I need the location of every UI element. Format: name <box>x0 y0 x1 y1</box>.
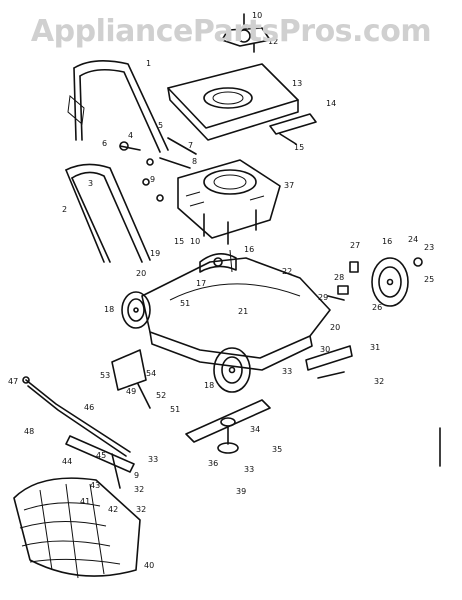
callout-label: 45 <box>96 451 106 460</box>
callout-label: 23 <box>424 243 434 252</box>
callout-label: 35 <box>272 445 282 454</box>
callout-label: 46 <box>84 403 94 412</box>
callout-label: 4 <box>128 131 133 140</box>
callout-label: 33 <box>282 367 292 376</box>
callout-label: 20 <box>330 323 340 332</box>
callout-label: 34 <box>250 425 260 434</box>
callout-label: 33 <box>148 455 158 464</box>
callout-label: 49 <box>126 387 136 396</box>
callout-label: 37 <box>284 181 294 190</box>
callout-label: 26 <box>372 303 382 312</box>
callout-label: 1 <box>146 59 151 68</box>
callout-label: 5 <box>158 121 163 130</box>
callout-label: 33 <box>244 465 254 474</box>
part-axle-hardware[interactable] <box>327 257 423 301</box>
callout-label: 29 <box>318 293 328 302</box>
part-side-flap[interactable] <box>305 345 353 379</box>
callout-label: 14 <box>326 99 336 108</box>
callout-label: 54 <box>146 369 156 378</box>
part-wheel-rear[interactable] <box>371 257 409 307</box>
callout-label: 51 <box>170 405 180 414</box>
callout-label: 10 <box>252 11 262 20</box>
part-handle-hardware[interactable] <box>119 137 197 202</box>
part-engine-cover[interactable] <box>167 63 299 141</box>
callout-label: 32 <box>134 485 144 494</box>
part-bracket-left[interactable] <box>111 349 151 409</box>
callout-label: 44 <box>62 457 72 466</box>
callout-label: 27 <box>350 241 360 250</box>
callout-label: 8 <box>192 157 197 166</box>
callout-label: 13 <box>292 79 302 88</box>
callout-label: 40 <box>144 561 154 570</box>
callout-label: 31 <box>370 343 380 352</box>
callout-label: 52 <box>156 391 166 400</box>
callout-label: 15 <box>174 237 184 246</box>
part-blade[interactable] <box>185 399 271 454</box>
callout-label: 51 <box>180 299 190 308</box>
callout-label: 32 <box>136 505 146 514</box>
part-mower-deck[interactable] <box>141 249 331 371</box>
part-upper-handle[interactable] <box>67 60 169 153</box>
callout-label: 41 <box>80 497 90 506</box>
callout-label: 20 <box>136 269 146 278</box>
callout-label: 25 <box>424 275 434 284</box>
part-wheel-front-left[interactable] <box>121 291 151 329</box>
callout-label: 6 <box>102 139 107 148</box>
callout-label: 12 <box>268 37 278 46</box>
callout-label: 16 <box>382 237 392 246</box>
callout-label: 43 <box>90 481 100 490</box>
callout-label: 28 <box>334 273 344 282</box>
part-bracket[interactable] <box>269 113 317 145</box>
callout-label: 36 <box>208 459 218 468</box>
part-rear-rod[interactable] <box>22 376 131 457</box>
callout-label: 10 <box>190 237 200 246</box>
callout-label: 48 <box>24 427 34 436</box>
callout-label: 17 <box>196 279 206 288</box>
part-engine[interactable] <box>177 159 281 245</box>
part-deck-mount[interactable] <box>199 253 237 273</box>
callout-label: 16 <box>244 245 254 254</box>
part-lower-handle[interactable] <box>65 163 151 263</box>
callout-label: 32 <box>374 377 384 386</box>
callout-label: 30 <box>320 345 330 354</box>
callout-label: 2 <box>62 205 67 214</box>
part-lower-bracket[interactable] <box>65 435 135 489</box>
callout-label: 18 <box>104 305 114 314</box>
callout-label: 22 <box>282 267 292 276</box>
part-wheel-front-right[interactable] <box>213 347 251 393</box>
callout-label: 9 <box>150 175 155 184</box>
callout-label: 15 <box>294 143 304 152</box>
callout-label: 9 <box>134 471 139 480</box>
part-top-fitting[interactable] <box>221 13 271 53</box>
callout-label: 42 <box>108 505 118 514</box>
callout-label: 3 <box>88 179 93 188</box>
callout-label: 19 <box>150 249 160 258</box>
callout-label: 7 <box>188 141 193 150</box>
part-grass-bag[interactable] <box>13 477 141 579</box>
callout-label: 47 <box>8 377 18 386</box>
callout-label: 53 <box>100 371 110 380</box>
callout-label: 18 <box>204 381 214 390</box>
callout-label: 39 <box>236 487 246 496</box>
callout-label: 24 <box>408 235 418 244</box>
callout-label: 21 <box>238 307 248 316</box>
